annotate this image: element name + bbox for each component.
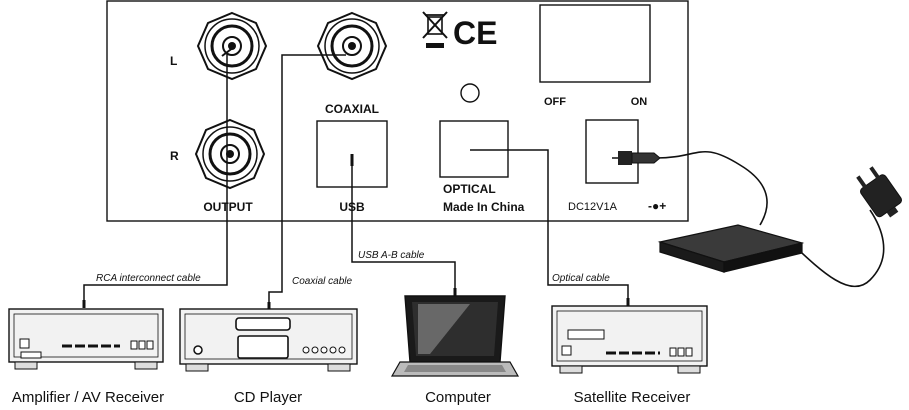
computer-label: Computer — [425, 389, 491, 406]
weee-bin-icon — [422, 11, 448, 48]
power-rating-label: DC12V1A — [568, 201, 618, 213]
coaxial-cable-label: Coaxial cable — [292, 276, 352, 287]
power-adapter-icon — [657, 224, 805, 273]
made-in-label: Made In China — [443, 200, 525, 214]
channel-left-label: L — [170, 54, 177, 68]
amplifier-device — [8, 308, 164, 370]
coaxial-label: COAXIAL — [325, 102, 379, 116]
cd-player-device — [179, 308, 358, 372]
optical-cable — [470, 149, 630, 306]
rca-cable-label: RCA interconnect cable — [96, 273, 201, 284]
panel-hole — [460, 83, 480, 103]
ce-mark: CE — [453, 15, 497, 51]
output-label: OUTPUT — [203, 200, 253, 214]
satellite-receiver-device — [551, 305, 708, 374]
dc-plug-icon — [618, 151, 661, 165]
rca-left-jack — [196, 11, 268, 81]
optical-label: OPTICAL — [443, 182, 496, 196]
rca-cable — [82, 46, 235, 308]
coaxial-jack — [316, 11, 388, 81]
optical-port — [439, 120, 509, 178]
usb-cable-label: USB A-B cable — [358, 250, 425, 261]
channel-right-label: R — [170, 149, 179, 163]
satellite-receiver-label: Satellite Receiver — [574, 389, 691, 406]
dc-polarity-icon: -●+ — [648, 199, 666, 213]
amplifier-label: Amplifier / AV Receiver — [12, 389, 164, 406]
optical-cable-label: Optical cable — [552, 273, 610, 284]
power-plug-icon — [856, 166, 902, 218]
power-switch — [539, 4, 651, 83]
rca-right-jack — [194, 118, 266, 190]
switch-off-label: OFF — [544, 96, 566, 108]
usb-cable — [350, 154, 457, 296]
switch-on-label: ON — [631, 96, 648, 108]
cd-player-label: CD Player — [234, 389, 302, 406]
laptop-device — [390, 295, 520, 377]
coaxial-cable — [267, 54, 346, 309]
